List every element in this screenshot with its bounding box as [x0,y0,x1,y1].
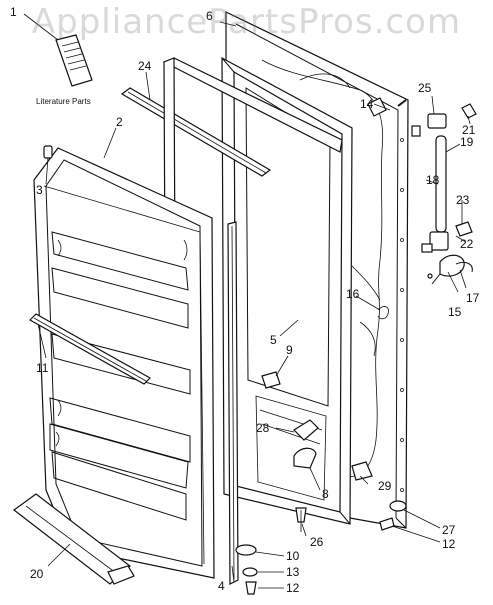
callout-23: 23 [456,193,470,207]
callout-14: 14 [360,97,374,111]
callout-19: 19 [460,135,474,149]
literature-parts-label: Literature Parts [36,97,91,106]
callout-1: 1 [10,5,17,19]
callout-2: 2 [116,115,123,129]
callout-26: 26 [310,535,324,549]
callout-9: 9 [286,343,293,357]
callout-10: 10 [286,549,300,563]
callout-labels: 1 2 3 4 5 6 8 9 10 11 12 12 13 14 15 16 … [10,5,480,595]
hinge-parts [261,97,389,481]
callout-20: 20 [30,567,44,581]
callout-27: 27 [442,523,456,537]
callout-16: 16 [346,287,360,301]
callout-3: 3 [36,183,43,197]
fasteners [235,500,407,595]
callout-11: 11 [36,361,49,375]
breaker-strip [120,87,272,177]
callout-15: 15 [448,305,462,319]
callout-13: 13 [286,565,300,579]
callout-22: 22 [460,237,474,251]
callout-24: 24 [138,59,152,73]
callout-25: 25 [418,81,432,95]
callout-5: 5 [270,333,277,347]
callout-21: 21 [462,123,476,137]
callout-6: 6 [206,9,213,23]
callout-4: 4 [218,579,225,593]
literature-booklet: Literature Parts [36,34,93,106]
callout-28: 28 [256,421,270,435]
leader-lines [23,13,471,589]
handle-assembly [411,103,477,285]
shelf-stud [43,145,53,159]
callout-12a: 12 [442,537,456,551]
inner-liner-frame [221,56,353,525]
callout-29: 29 [378,479,392,493]
callout-12b: 12 [286,581,300,595]
bottom-trim [12,493,135,585]
callout-8: 8 [322,487,329,501]
shelf-rail [29,313,151,385]
callout-18: 18 [426,173,440,187]
callout-17: 17 [466,291,480,305]
